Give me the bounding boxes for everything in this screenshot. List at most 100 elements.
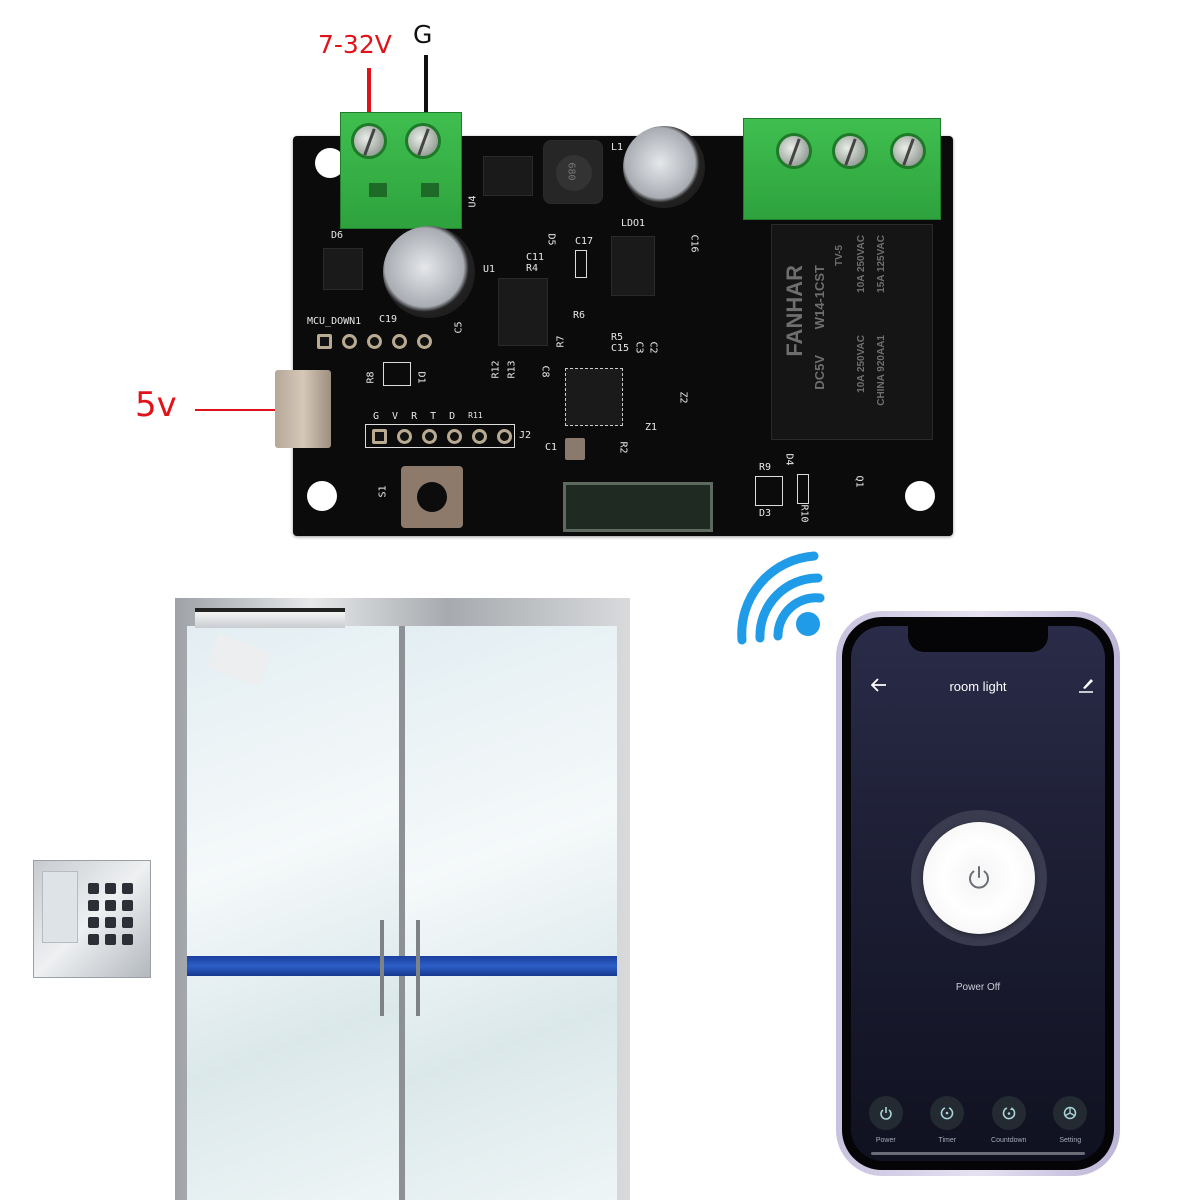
terminal-screw-gnd [405, 123, 441, 159]
terminal-screw-nc [890, 133, 926, 169]
c2-label: C2 [647, 341, 659, 354]
c16-label: C16 [688, 234, 700, 253]
relay-cert: TV-5 [834, 245, 845, 267]
relay-module-pcb: U4 680 L1 LDO1 C19 D6 MCU_DOWN1 U1 C11 R… [275, 112, 953, 536]
d4-label: D4 [783, 453, 795, 466]
glass-double-door [175, 598, 630, 1200]
door-right-panel [405, 626, 617, 1200]
r12-label: R12 [490, 360, 502, 379]
wifi-signal-icon [737, 551, 825, 645]
nav-timer-label: Timer [938, 1137, 957, 1144]
pcb-antenna [563, 482, 713, 532]
access-control-keypad [33, 860, 151, 978]
terminal-screw-vin [351, 123, 387, 159]
u1-chip [498, 278, 548, 346]
nav-power-label: Power [875, 1137, 896, 1144]
c1-label: C1 [545, 442, 558, 453]
relay-rating-1: 10A 250VAC [856, 235, 867, 293]
j2-pin-labels: G V R T D R11 [373, 411, 483, 422]
c5-label: C5 [453, 321, 465, 334]
usb-power-pointer-line [195, 409, 275, 411]
terminal-screw-no [776, 133, 812, 169]
pin-label-d: D [449, 411, 456, 422]
arrow-left-icon [870, 678, 886, 692]
nav-setting[interactable]: Setting [1040, 1096, 1100, 1144]
pin-label-r: R [411, 411, 418, 422]
bottom-nav: Power Timer Countd [851, 1096, 1105, 1144]
power-terminal-block [340, 112, 462, 229]
mounting-hole [307, 481, 337, 511]
power-icon [969, 866, 989, 889]
c19-label: C19 [379, 314, 398, 325]
r8-d1-parts [383, 362, 411, 386]
door-blue-band [187, 956, 617, 976]
keypad-buttons [88, 883, 133, 945]
pin-label-t: T [430, 411, 437, 422]
power-status-text: Power Off [955, 982, 1001, 993]
relay-rating-2: 15A 125VAC [876, 235, 887, 293]
u1-label: U1 [483, 264, 496, 275]
r8-label: R8 [365, 371, 377, 384]
r6-label: R6 [573, 310, 586, 321]
l1-label: L1 [611, 142, 624, 153]
c8-label: C8 [539, 365, 551, 378]
pin-label-g: G [373, 411, 380, 422]
mounting-hole [905, 481, 935, 511]
d3-label: D3 [759, 508, 772, 519]
r4-label: R4 [526, 263, 539, 274]
countdown-icon [1002, 1107, 1016, 1120]
s1-label: S1 [377, 485, 389, 498]
terminal-screw-com [832, 133, 868, 169]
u4-chip [483, 156, 533, 196]
inductor-mark: 680 [565, 162, 577, 181]
q1-label: Q1 [853, 475, 865, 488]
c3-label: C3 [633, 341, 645, 354]
nav-power[interactable]: Power [856, 1096, 916, 1144]
ldo1-regulator [611, 236, 655, 296]
magnetic-lock [195, 608, 345, 628]
crystal [565, 438, 585, 460]
nav-countdown[interactable]: Countdown [979, 1096, 1039, 1144]
z1-label: Z1 [645, 422, 658, 433]
ldo1-label: LDO1 [621, 218, 646, 229]
r9-d3-parts [755, 476, 783, 506]
power-button-ring [911, 810, 1047, 946]
r10-label: R10 [798, 504, 810, 523]
reset-button-s1[interactable] [401, 466, 463, 528]
door-left-panel [187, 626, 399, 1200]
relay-brand: FANHAR [782, 265, 807, 357]
device-title: room light [949, 679, 1007, 694]
relay-output-terminal-block [743, 118, 941, 220]
usb-power-label: 5v [135, 385, 177, 425]
relay-fanhar: FANHAR W14-1CST DC5V TV-5 10A 250VAC 10A… [771, 224, 933, 440]
pencil-icon [1079, 679, 1093, 693]
settings-icon [1064, 1106, 1077, 1120]
phone-notch [908, 626, 1048, 652]
nav-setting-label: Setting [1059, 1137, 1082, 1144]
r10-part [797, 474, 809, 504]
door-center-seam [399, 626, 405, 1200]
power-input-label: 7-32V [318, 30, 392, 59]
c11-label: C11 [526, 252, 545, 263]
ground-wire-black [424, 55, 428, 128]
relay-model: W14-1CST [812, 265, 827, 330]
home-indicator [871, 1152, 1085, 1155]
door-handle-left[interactable] [380, 920, 384, 1016]
ground-label: G [413, 20, 433, 49]
nav-timer[interactable]: Timer [917, 1096, 977, 1144]
capacitor-c19 [383, 226, 475, 318]
d5-label: D5 [545, 233, 557, 246]
relay-coil: DC5V [812, 355, 827, 390]
power-toggle-button[interactable] [923, 822, 1035, 934]
back-button[interactable] [870, 678, 895, 698]
edit-button[interactable] [1077, 676, 1097, 696]
smartphone: room light Power Off [836, 611, 1120, 1176]
relay-origin: CHINA 920AA1 [876, 335, 887, 406]
r7-label: R7 [555, 335, 567, 348]
door-handle-right[interactable] [416, 920, 420, 1016]
u4-label: U4 [467, 195, 479, 208]
c15-label: C15 [611, 343, 630, 354]
r13-label: R13 [506, 360, 518, 379]
c17-label: C17 [575, 236, 594, 247]
card-reader-area [42, 871, 78, 943]
